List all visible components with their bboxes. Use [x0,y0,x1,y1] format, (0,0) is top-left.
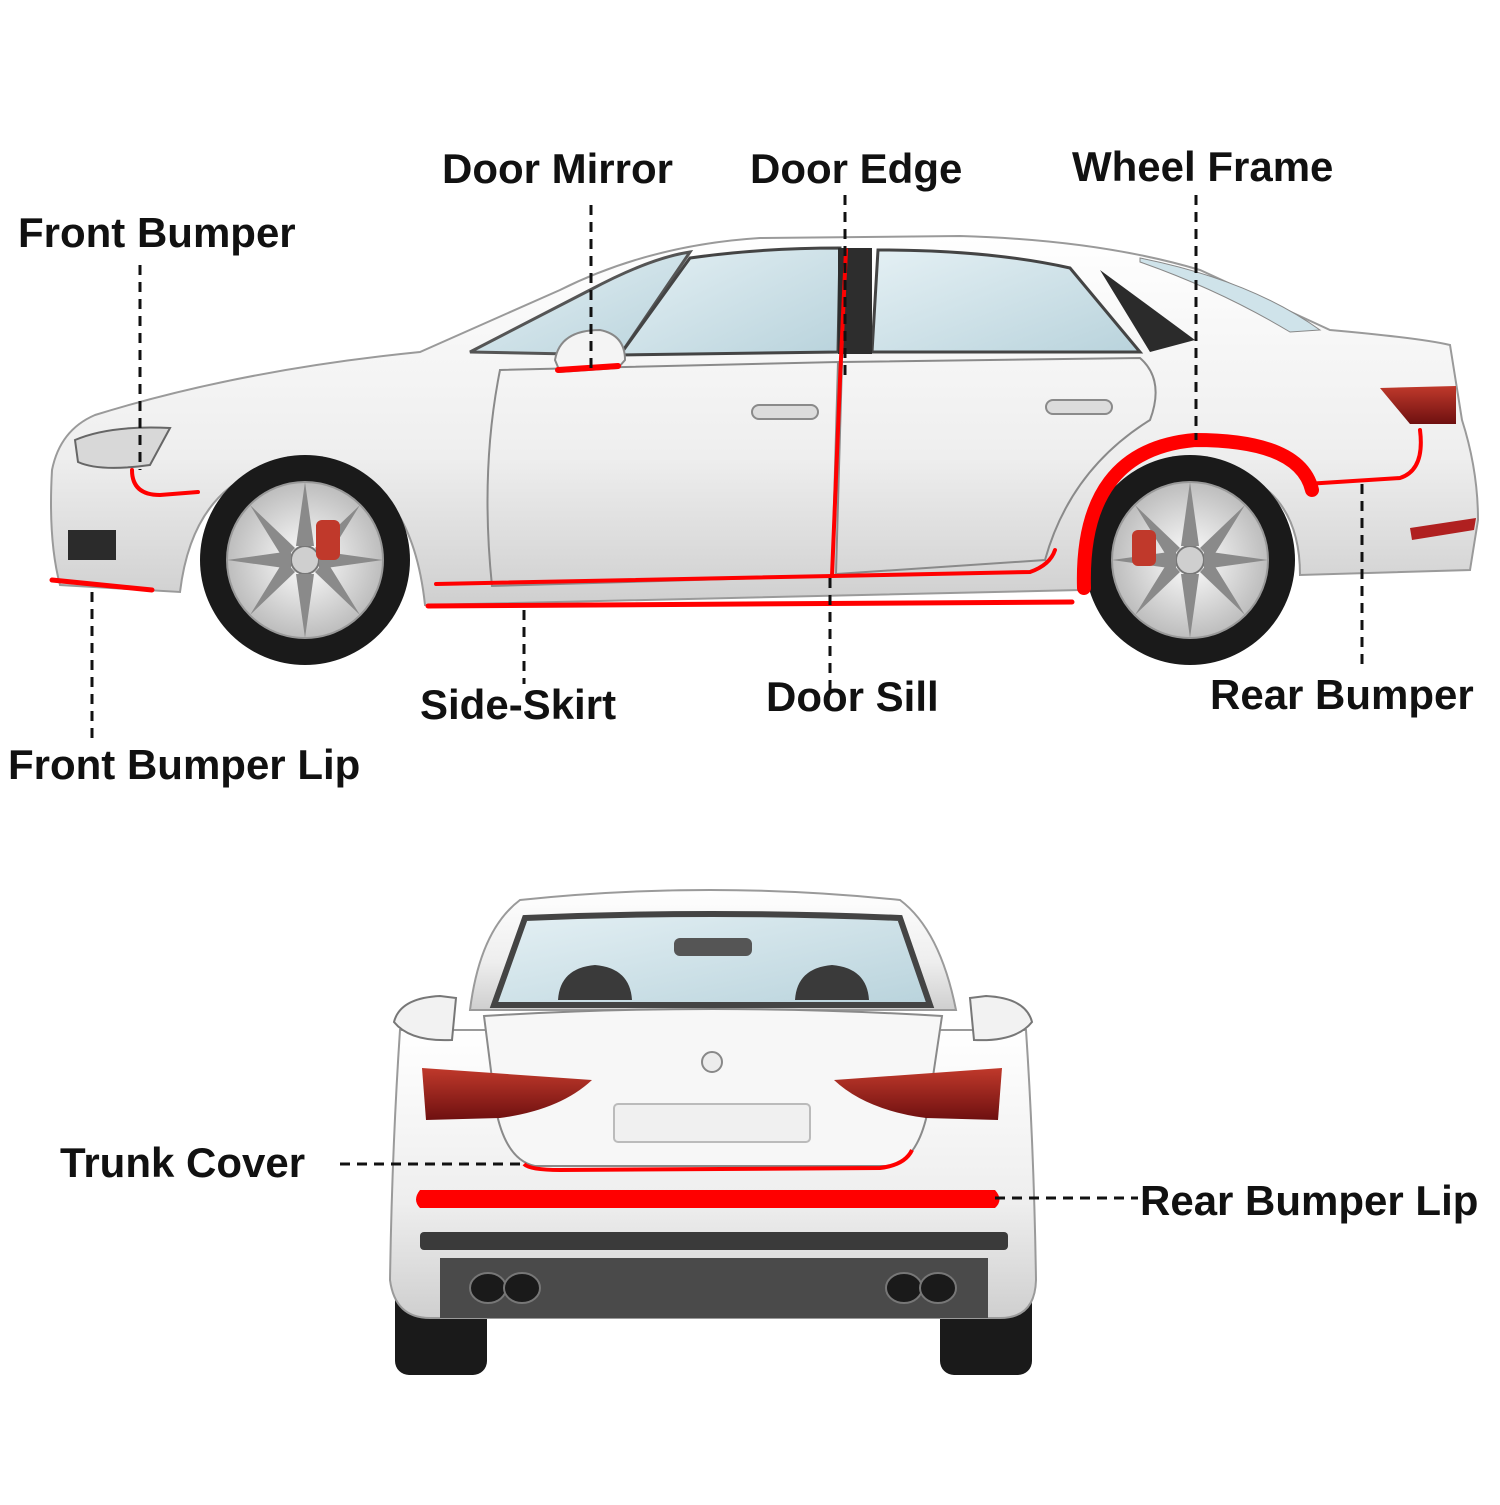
label-door-edge: Door Edge [750,145,963,192]
side-rear-wheel [1085,455,1295,665]
side-view-car [49,234,1480,665]
side-front-door-handle [751,404,819,420]
label-rear-bumper-lip: Rear Bumper Lip [1140,1177,1479,1224]
front-bumper-trim [130,468,200,498]
rear-lower-strip [420,1232,1008,1250]
rear-right-taillight [834,1068,1002,1120]
rear-exhaust-right [885,1272,957,1304]
label-door-mirror: Door Mirror [442,145,673,192]
side-rear-door-handle [1045,399,1113,415]
rear-view-mirror-inside [674,938,752,956]
rear-bumper-trim [1304,428,1423,486]
side-highlight-trims [49,248,1423,609]
wheel-frame-trim [1076,432,1319,595]
rear-exhaust-left [469,1272,541,1304]
rear-headrest-left [558,965,632,1000]
leader-lines [90,195,1364,1200]
rear-left-mirror [392,994,458,1042]
trunk-cover-trim [522,1149,914,1173]
rear-emblem [701,1051,723,1073]
side-front-wheel [200,455,410,665]
side-front-fog [68,530,116,560]
side-windshield [469,250,694,357]
side-c-pillar-glass [1100,270,1195,352]
side-front-door-outline [486,360,840,588]
door-mirror-trim [555,363,621,373]
label-front-bumper-lip: Front Bumper Lip [8,741,361,788]
side-rear-reflector [1410,518,1476,540]
side-tail-light [1380,386,1456,424]
rear-headrest-right [795,965,869,1000]
rear-view-car [388,889,1038,1375]
rear-trunk-lid [482,1008,944,1167]
label-door-sill: Door Sill [766,673,939,720]
door-edge-trim [830,248,848,578]
side-rear-door-outline [834,356,1157,576]
side-skirt-trim [425,599,1075,609]
label-rear-bumper: Rear Bumper [1210,671,1474,718]
rear-left-taillight [422,1068,592,1120]
side-rear-window [870,248,1144,354]
rear-plate-recess [613,1103,811,1143]
rear-right-mirror [968,994,1034,1042]
label-wheel-frame: Wheel Frame [1072,143,1334,190]
side-headlight [73,426,172,469]
label-front-bumper: Front Bumper [18,209,296,256]
label-trunk-cover: Trunk Cover [60,1139,306,1186]
rear-bumper-lip-trim [416,1190,1000,1208]
front-bumper-lip-trim [49,577,155,593]
label-side-skirt: Side-Skirt [420,681,617,728]
door-sill-trim [434,548,1057,586]
side-rear-glass [1139,257,1322,333]
